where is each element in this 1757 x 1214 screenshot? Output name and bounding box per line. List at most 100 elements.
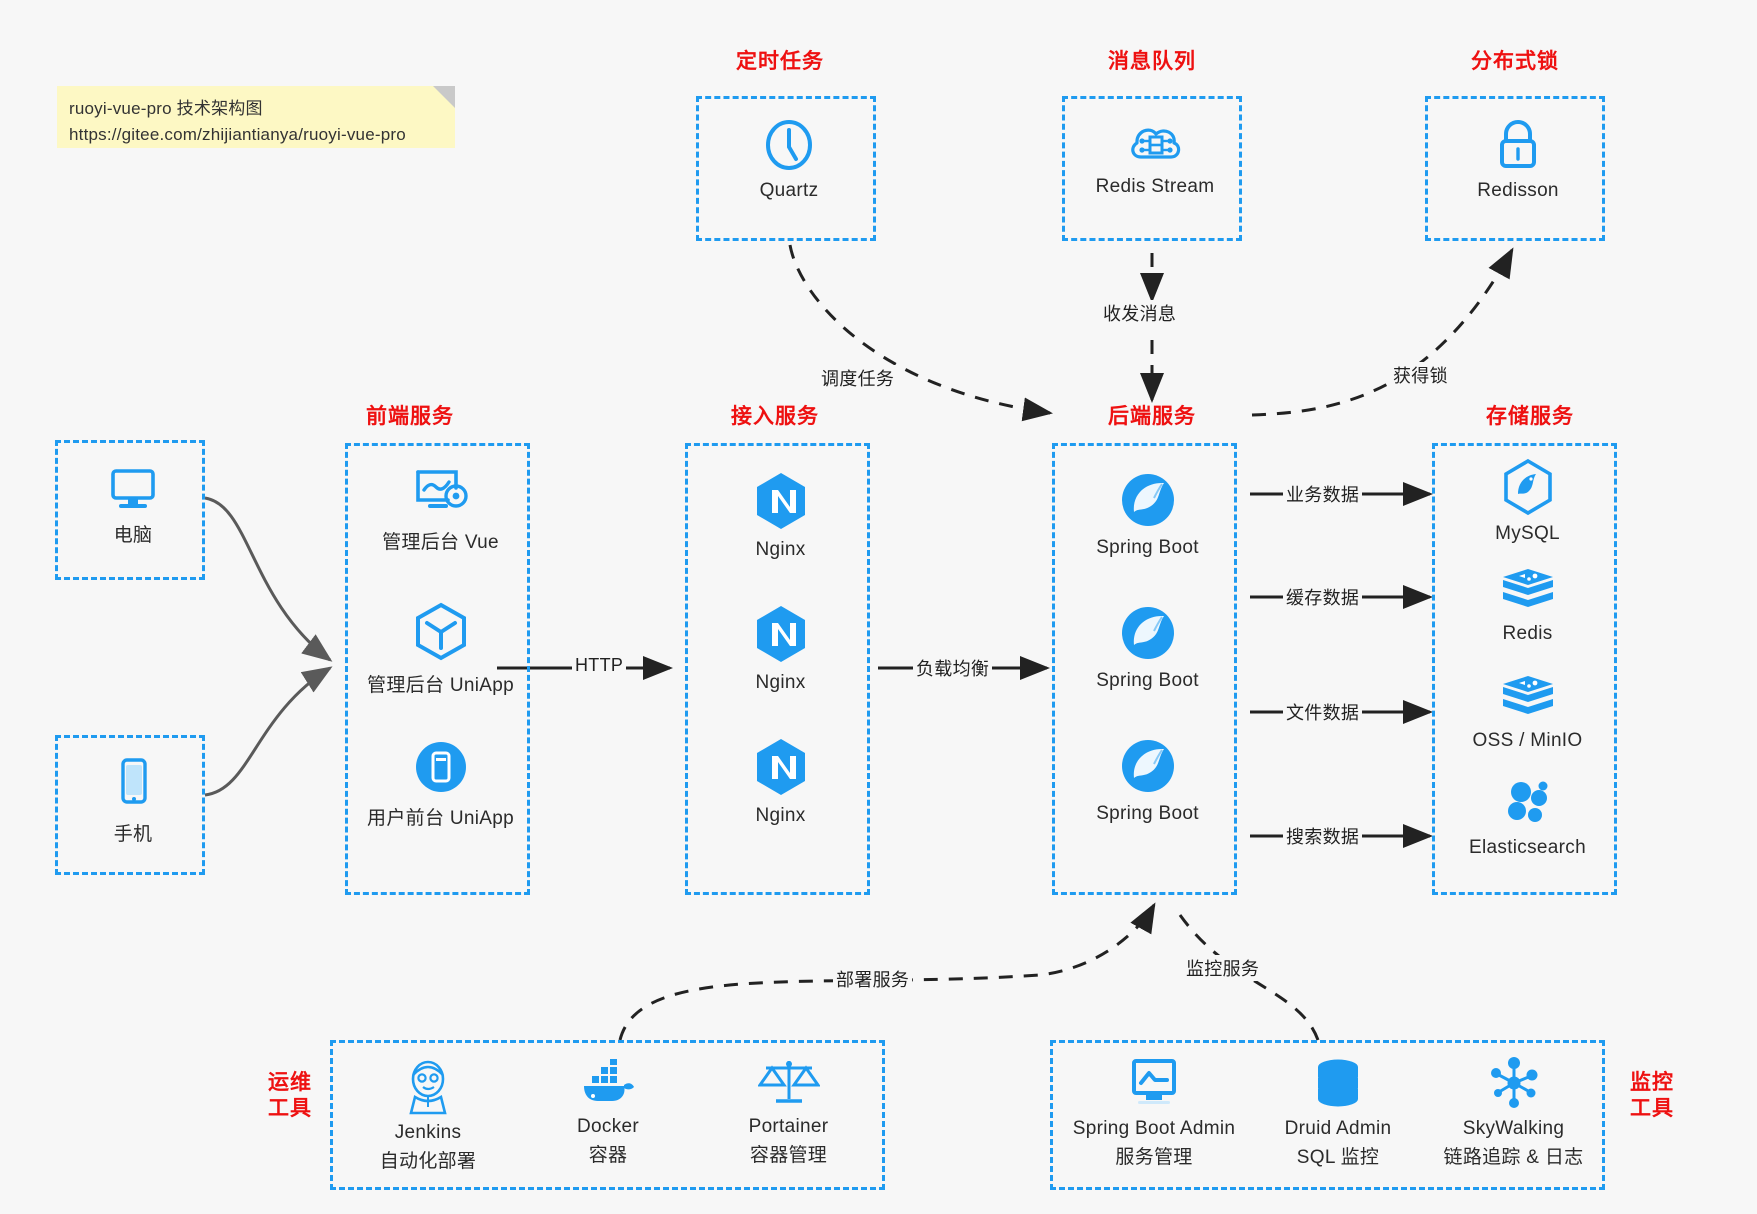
node-label: Spring Boot Admin [1072,1118,1236,1139]
node-mysql[interactable]: MySQL [1435,458,1620,545]
node-label: Elasticsearch [1469,837,1586,858]
group-title-backend-service: 后端服务 [1108,405,1196,428]
group-title-monitor-line1: 监控 [1630,1071,1674,1094]
mobile-phone-icon [111,756,155,812]
node-phone[interactable]: 手机 [58,756,208,846]
node-label: Redis Stream [1095,176,1215,197]
jenkins-butler-icon [401,1057,455,1115]
node-portainer[interactable]: Portainer 容器管理 [701,1055,876,1167]
node-label: Spring Boot [1096,670,1199,691]
node-computer[interactable]: 电脑 [58,465,208,547]
cube-icon [412,601,470,663]
edge-label-load-balance: 负载均衡 [913,655,993,681]
group-title-devops-line1: 运维 [268,1071,312,1094]
node-sublabel: SQL 监控 [1296,1147,1380,1168]
monitor-chart-icon [1124,1057,1184,1111]
node-admin-vue[interactable]: 管理后台 Vue [348,464,533,554]
node-label: 手机 [113,824,153,845]
group-box-gateway-service: Nginx Nginx Nginx [685,443,870,895]
node-docker[interactable]: Docker 容器 [523,1057,693,1167]
node-sublabel: 链路追踪 & 日志 [1443,1147,1584,1168]
edge-label-send-receive-message: 收发消息 [1100,300,1180,326]
node-redis[interactable]: Redis [1435,566,1620,645]
node-spring-boot-2[interactable]: Spring Boot [1055,603,1240,692]
node-skywalking[interactable]: SkyWalking 链路追踪 & 日志 [1421,1055,1606,1169]
group-title-frontend-service: 前端服务 [366,405,454,428]
nginx-icon [752,736,810,798]
group-title-devops-tools: 运维 工具 [254,1070,326,1123]
edge-phone-to-frontend [204,666,333,797]
node-admin-uniapp[interactable]: 管理后台 UniApp [348,601,533,697]
note-url: https://gitee.com/zhijiantianya/ruoyi-vu… [69,125,406,145]
edge-label-business-data: 业务数据 [1283,481,1363,507]
node-sublabel: 容器 [588,1145,628,1166]
node-oss-minio[interactable]: OSS / MinIO [1435,673,1620,752]
edge-label-file-data: 文件数据 [1283,699,1363,725]
group-box-backend-service: Spring Boot Spring Boot Spring Boot [1052,443,1237,895]
spring-leaf-icon [1118,603,1178,663]
group-box-scheduled-task: Quartz [696,96,876,241]
edge-label-search-data: 搜索数据 [1283,823,1363,849]
group-box-message-queue: Redis Stream [1062,96,1242,241]
edge-acquire-lock [1251,247,1514,417]
group-title-monitor-tools: 监控 工具 [1612,1070,1692,1123]
mysql-dolphin-icon [1500,458,1556,516]
node-label: 用户前台 UniApp [367,808,514,829]
dashboard-gear-icon [410,464,472,520]
node-label: OSS / MinIO [1472,730,1583,751]
group-title-message-queue: 消息队列 [1108,50,1196,73]
group-title-gateway-service: 接入服务 [731,405,819,428]
node-sublabel: 服务管理 [1115,1147,1193,1168]
node-redisson[interactable]: Redisson [1428,117,1608,202]
client-box-computer: 电脑 [55,440,205,580]
node-label: Spring Boot [1096,803,1199,824]
edge-label-schedule-task: 调度任务 [818,365,898,391]
group-title-scheduled-task: 定时任务 [736,50,824,73]
nginx-icon [752,603,810,665]
database-cylinder-icon [1310,1057,1366,1111]
node-spring-boot-1[interactable]: Spring Boot [1055,470,1240,559]
desktop-computer-icon [105,465,161,513]
node-label: Nginx [755,805,806,826]
elasticsearch-icon [1499,778,1557,830]
spring-leaf-icon [1118,736,1178,796]
node-nginx-1[interactable]: Nginx [688,470,873,561]
edge-label-monitor-service: 监控服务 [1183,955,1263,981]
node-redis-stream[interactable]: Redis Stream [1065,117,1245,198]
node-nginx-2[interactable]: Nginx [688,603,873,694]
note-fold-corner [433,86,455,108]
group-title-distributed-lock: 分布式锁 [1471,50,1559,73]
node-label: Jenkins [394,1122,462,1143]
node-label: 电脑 [113,525,153,546]
node-label: Spring Boot [1096,537,1199,558]
node-label: Docker [577,1116,639,1137]
node-label: Quartz [759,180,819,201]
node-spring-boot-3[interactable]: Spring Boot [1055,736,1240,825]
node-quartz[interactable]: Quartz [699,117,879,202]
group-title-devops-line2: 工具 [268,1097,312,1121]
node-label: Redis [1502,623,1553,644]
node-label: 管理后台 Vue [382,532,499,553]
node-user-uniapp[interactable]: 用户前台 UniApp [348,738,533,830]
node-jenkins[interactable]: Jenkins 自动化部署 [343,1057,513,1173]
node-nginx-3[interactable]: Nginx [688,736,873,827]
edge-label-cache-data: 缓存数据 [1283,584,1363,610]
group-title-storage-service: 存储服务 [1486,405,1574,428]
group-box-monitor-tools: Spring Boot Admin 服务管理 Druid Admin SQL 监… [1050,1040,1605,1190]
group-box-devops-tools: Jenkins 自动化部署 Docker 容器 [330,1040,885,1190]
node-elasticsearch[interactable]: Elasticsearch [1435,778,1620,859]
group-box-storage-service: MySQL Redis [1432,443,1617,895]
clock-icon [761,117,817,173]
node-label: SkyWalking [1462,1118,1565,1139]
spring-leaf-icon [1118,470,1178,530]
node-spring-boot-admin[interactable]: Spring Boot Admin 服务管理 [1059,1057,1249,1169]
scales-balance-icon [756,1055,821,1109]
group-title-monitor-line2: 工具 [1630,1097,1674,1121]
edge-computer-to-frontend [204,496,333,662]
client-box-phone: 手机 [55,735,205,875]
node-label: Redisson [1477,180,1559,201]
network-nodes-icon [1485,1055,1543,1111]
node-druid-admin[interactable]: Druid Admin SQL 监控 [1253,1057,1423,1169]
group-box-frontend-service: 管理后台 Vue 管理后台 UniApp 用户前台 [345,443,530,895]
